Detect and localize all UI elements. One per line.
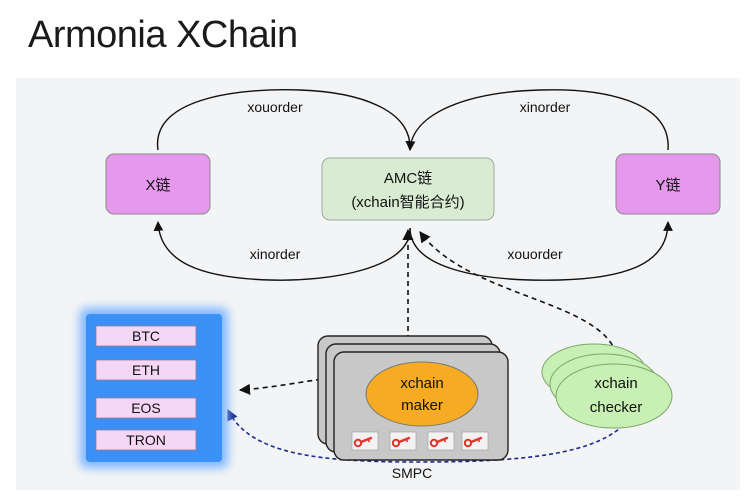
x-chain-label: X链: [145, 177, 170, 194]
edge-label-right-bottom: xouorder: [507, 246, 563, 262]
edge-left-top: [157, 89, 416, 151]
edge-smpc: [227, 408, 629, 463]
checker-node: [555, 363, 673, 429]
edge-maker-to-chains: [238, 377, 331, 395]
amc-chain-label: AMC链: [384, 170, 432, 187]
amc-chain-sublabel: (xchain智能合约): [351, 193, 464, 211]
maker-node: [365, 361, 479, 427]
edge-right-top: [405, 89, 669, 151]
edge-label-smpc: SMPC: [392, 465, 432, 481]
chain-item-box: [95, 429, 197, 451]
chain-item-box: [95, 397, 197, 419]
chain-item-tron: TRON: [126, 432, 166, 448]
x-chain-node: [105, 153, 211, 215]
y-chain-label: Y链: [655, 177, 680, 194]
edge-right-bottom: [409, 221, 673, 281]
edge-label-right-top: xinorder: [520, 99, 571, 115]
chain-item-btc: BTC: [132, 328, 160, 344]
edge-label-left-top: xouorder: [247, 99, 303, 115]
y-chain-node: [615, 153, 721, 215]
chain-item-box: [95, 359, 197, 381]
edge-checker-to-amc: [419, 231, 619, 363]
maker-label: xchain: [400, 375, 443, 392]
maker-sublabel: maker: [401, 397, 443, 414]
chain-item-eth: ETH: [132, 362, 160, 378]
edge-label-left-bottom: xinorder: [250, 246, 301, 262]
page-title: Armonia XChain: [28, 14, 298, 56]
checker-label: xchain: [594, 375, 637, 392]
chain-item-eos: EOS: [131, 400, 161, 416]
edge-left-bottom: [153, 221, 411, 281]
chain-panel: [86, 314, 222, 462]
amc-chain-node: [321, 157, 495, 221]
chain-item-box: [95, 325, 197, 347]
checker-sublabel: checker: [590, 399, 643, 416]
